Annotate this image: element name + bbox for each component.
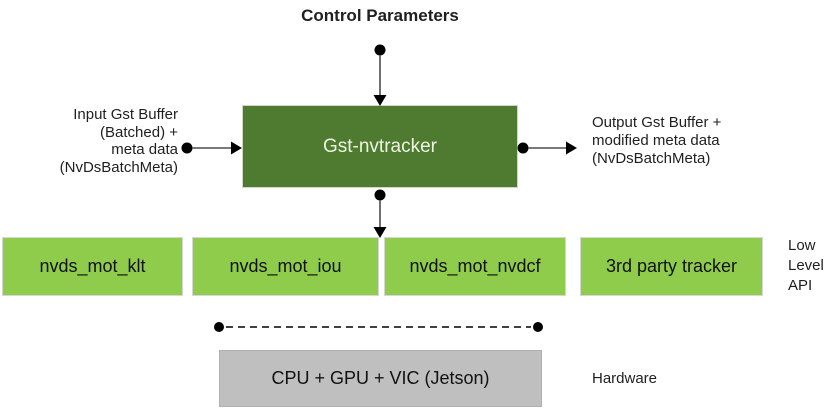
top-connector-dot <box>374 44 386 56</box>
tracker-box-label: 3rd party tracker <box>605 256 738 276</box>
input-connector-dot <box>181 142 193 154</box>
hardware-span-left-dot <box>214 322 224 332</box>
input-buffer-label: Input Gst Buffer (Batched) + meta data (… <box>59 106 178 176</box>
output-buffer-label: Output Gst Buffer + modified meta data (… <box>592 114 722 167</box>
input-connector-arrowhead <box>231 141 242 155</box>
output-connector-dot <box>517 142 529 154</box>
tracker-box-nvds-mot-nvdcf: nvds_mot_nvdcf <box>384 237 566 296</box>
tracker-box-label: nvds_mot_klt <box>39 256 146 276</box>
hardware-box-label: CPU + GPU + VIC (Jetson) <box>271 368 490 388</box>
tracker-box-nvds-mot-klt: nvds_mot_klt <box>2 237 183 296</box>
control-parameters-label: Control Parameters <box>301 6 459 25</box>
bottom-connector-dot <box>374 189 386 201</box>
hardware-box: CPU + GPU + VIC (Jetson) <box>219 350 542 407</box>
output-connector-arrowhead <box>566 141 577 155</box>
hardware-span-right-dot <box>533 322 543 332</box>
gst-nvtracker-box: Gst-nvtracker <box>242 105 518 188</box>
tracker-box-3rd-party: 3rd party tracker <box>580 237 763 296</box>
tracker-box-nvds-mot-iou: nvds_mot_iou <box>192 237 379 296</box>
tracker-box-label: nvds_mot_nvdcf <box>409 256 541 276</box>
hardware-label: Hardware <box>592 370 658 387</box>
low-level-api-label: Low Level API <box>788 237 824 294</box>
tracker-box-label: nvds_mot_iou <box>229 256 342 276</box>
gst-nvtracker-box-label: Gst-nvtracker <box>322 135 438 157</box>
